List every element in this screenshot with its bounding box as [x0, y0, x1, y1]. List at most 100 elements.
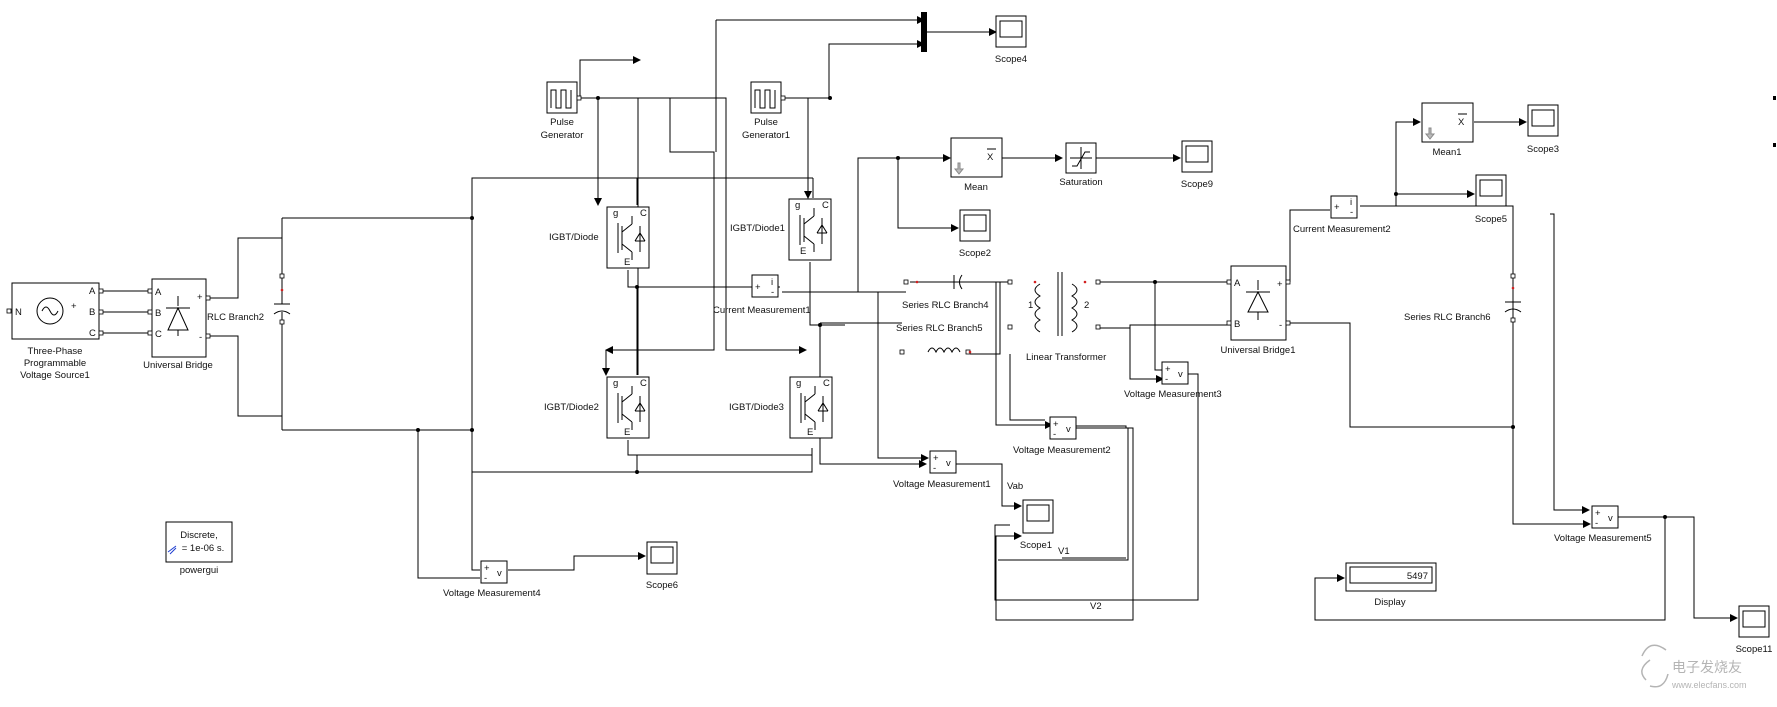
svg-text:Scope6: Scope6 [646, 580, 678, 591]
source-label-line1: Three-Phase [28, 346, 83, 357]
mean-block[interactable]: X Mean [950, 137, 1003, 193]
svg-text:Universal Bridge1: Universal Bridge1 [1221, 345, 1296, 356]
svg-text:E: E [807, 427, 813, 438]
svg-text:X: X [987, 152, 994, 163]
svg-text:Series RLC Branch6: Series RLC Branch6 [1404, 312, 1491, 323]
voltage-measurement2-block[interactable]: + - v Voltage Measurement2 [1013, 416, 1111, 456]
igbt-diode3-block[interactable]: g C E IGBT/Diode3 [729, 376, 833, 439]
universal-bridge1-block[interactable]: A B + - Universal Bridge1 [1221, 265, 1296, 356]
svg-text:+: + [1165, 364, 1171, 375]
svg-text:-: - [1350, 207, 1353, 218]
watermark: 电子发烧友 www.elecfans.com [1641, 644, 1747, 690]
series-rlc-branch4-block[interactable]: Series RLC Branch4 [902, 274, 989, 311]
svg-text:g: g [796, 378, 801, 389]
scope5-block[interactable]: Scope5 [1475, 174, 1507, 225]
scope3-block[interactable]: Scope3 [1527, 104, 1559, 155]
scope2-block[interactable]: Scope2 [959, 209, 991, 259]
svg-text:g: g [795, 200, 800, 211]
universal-bridge-block[interactable]: A B C + - Universal Bridge [143, 278, 213, 371]
svg-text:Scope2: Scope2 [959, 248, 991, 259]
svg-text:C: C [155, 329, 162, 340]
display-block[interactable]: 5497 Display [1345, 562, 1437, 608]
svg-text:-: - [199, 332, 202, 343]
svg-text:i: i [1350, 197, 1352, 208]
svg-text:Scope5: Scope5 [1475, 214, 1507, 225]
linear-transformer-block[interactable]: 1 2 Linear Transformer [1007, 272, 1106, 363]
svg-text:v: v [1066, 424, 1071, 435]
igbt-diode-block[interactable]: g C E IGBT/Diode [549, 206, 650, 269]
svg-text:i: i [771, 277, 773, 288]
rlc-branch2-block[interactable]: RLC Branch2 [207, 273, 291, 325]
svg-text:v: v [946, 458, 951, 469]
voltage-measurement1-block[interactable]: + - v Voltage Measurement1 [893, 450, 991, 490]
scope11-block[interactable]: Scope11 [1736, 605, 1773, 655]
svg-text:+: + [933, 453, 939, 464]
svg-text:1: 1 [1028, 300, 1033, 311]
port-n-label: N [15, 307, 22, 318]
pulse-generator1-block[interactable]: Pulse Generator1 [742, 81, 790, 141]
svg-text:-: - [1053, 429, 1056, 440]
svg-text:-: - [484, 573, 487, 584]
svg-text:Pulse: Pulse [754, 117, 778, 128]
scope6-block[interactable]: Scope6 [646, 541, 678, 591]
svg-text:A: A [89, 286, 96, 297]
scope4-block[interactable]: Scope4 [995, 15, 1027, 65]
svg-text:Voltage Measurement4: Voltage Measurement4 [443, 588, 541, 599]
scope9-block[interactable]: Scope9 [1181, 140, 1213, 190]
igbt-diode1-block[interactable]: g C E IGBT/Diode1 [730, 198, 832, 261]
scope1-block[interactable]: Scope1 [1020, 499, 1054, 551]
svg-text:www.elecfans.com: www.elecfans.com [1671, 680, 1747, 690]
svg-text:+: + [1595, 508, 1601, 519]
pulse-generator-block[interactable]: Pulse Generator [541, 81, 584, 141]
voltage-measurement4-block[interactable]: + - v Voltage Measurement4 [443, 560, 541, 599]
saturation-block[interactable]: Saturation [1059, 142, 1103, 188]
current-measurement2-block[interactable]: + i - Current Measurement2 [1293, 195, 1391, 235]
series-rlc-branch6-block[interactable]: Series RLC Branch6 [1404, 273, 1522, 323]
junction-dots [416, 96, 1667, 519]
series-rlc-branch5-block[interactable]: Series RLC Branch5 [896, 323, 983, 355]
voltage-measurement5-block[interactable]: + - v Voltage Measurement5 [1554, 505, 1652, 544]
svg-text:Scope9: Scope9 [1181, 179, 1213, 190]
svg-text:Current Measurement2: Current Measurement2 [1293, 224, 1391, 235]
svg-text:E: E [624, 257, 630, 268]
svg-text:= 1e-06 s.: = 1e-06 s. [182, 543, 225, 554]
svg-text:-: - [771, 287, 774, 298]
source-label-line3: Voltage Source1 [20, 370, 90, 381]
signal-label-v1: V1 [1058, 546, 1070, 557]
svg-text:Generator: Generator [541, 130, 584, 141]
svg-text:C: C [640, 208, 647, 219]
mux-block[interactable] [921, 12, 927, 52]
svg-text:电子发烧友: 电子发烧友 [1672, 659, 1742, 675]
svg-text:Voltage Measurement2: Voltage Measurement2 [1013, 445, 1111, 456]
svg-text:Mean1: Mean1 [1432, 147, 1461, 158]
voltage-measurement3-block[interactable]: + - v Voltage Measurement3 [1124, 361, 1222, 400]
svg-text:powergui: powergui [180, 565, 219, 576]
svg-text:2: 2 [1084, 300, 1089, 311]
signal-label-v2: V2 [1090, 601, 1102, 612]
three-phase-source-block[interactable]: N + A B C Three-Phase Programmable Volta… [6, 282, 104, 381]
svg-text:IGBT/Diode: IGBT/Diode [549, 232, 599, 243]
svg-text:Series RLC Branch4: Series RLC Branch4 [902, 300, 989, 311]
svg-text:Scope1: Scope1 [1020, 540, 1052, 551]
svg-text:IGBT/Diode2: IGBT/Diode2 [544, 402, 599, 413]
svg-text:Scope11: Scope11 [1736, 644, 1773, 655]
svg-text:A: A [1234, 278, 1241, 289]
svg-text:-: - [1595, 518, 1598, 529]
igbt-diode2-block[interactable]: g C E IGBT/Diode2 [544, 376, 650, 439]
svg-text:B: B [155, 308, 161, 319]
current-measurement1-block[interactable]: + i - Current Measurement1 [713, 274, 811, 316]
mean1-block[interactable]: X Mean1 [1421, 102, 1474, 158]
svg-text:Scope4: Scope4 [995, 54, 1027, 65]
svg-text:C: C [822, 200, 829, 211]
svg-text:Linear Transformer: Linear Transformer [1026, 352, 1106, 363]
universal-bridge-label: Universal Bridge [143, 360, 213, 371]
svg-text:g: g [613, 208, 618, 219]
display-value: 5497 [1407, 571, 1428, 582]
svg-text:-: - [1279, 320, 1282, 331]
svg-text:+: + [1053, 419, 1059, 430]
svg-text:Current Measurement1: Current Measurement1 [713, 305, 811, 316]
svg-text:+: + [1277, 279, 1283, 290]
powergui-block[interactable]: Discrete, = 1e-06 s. powergui [165, 521, 233, 576]
svg-text:-: - [933, 463, 936, 474]
